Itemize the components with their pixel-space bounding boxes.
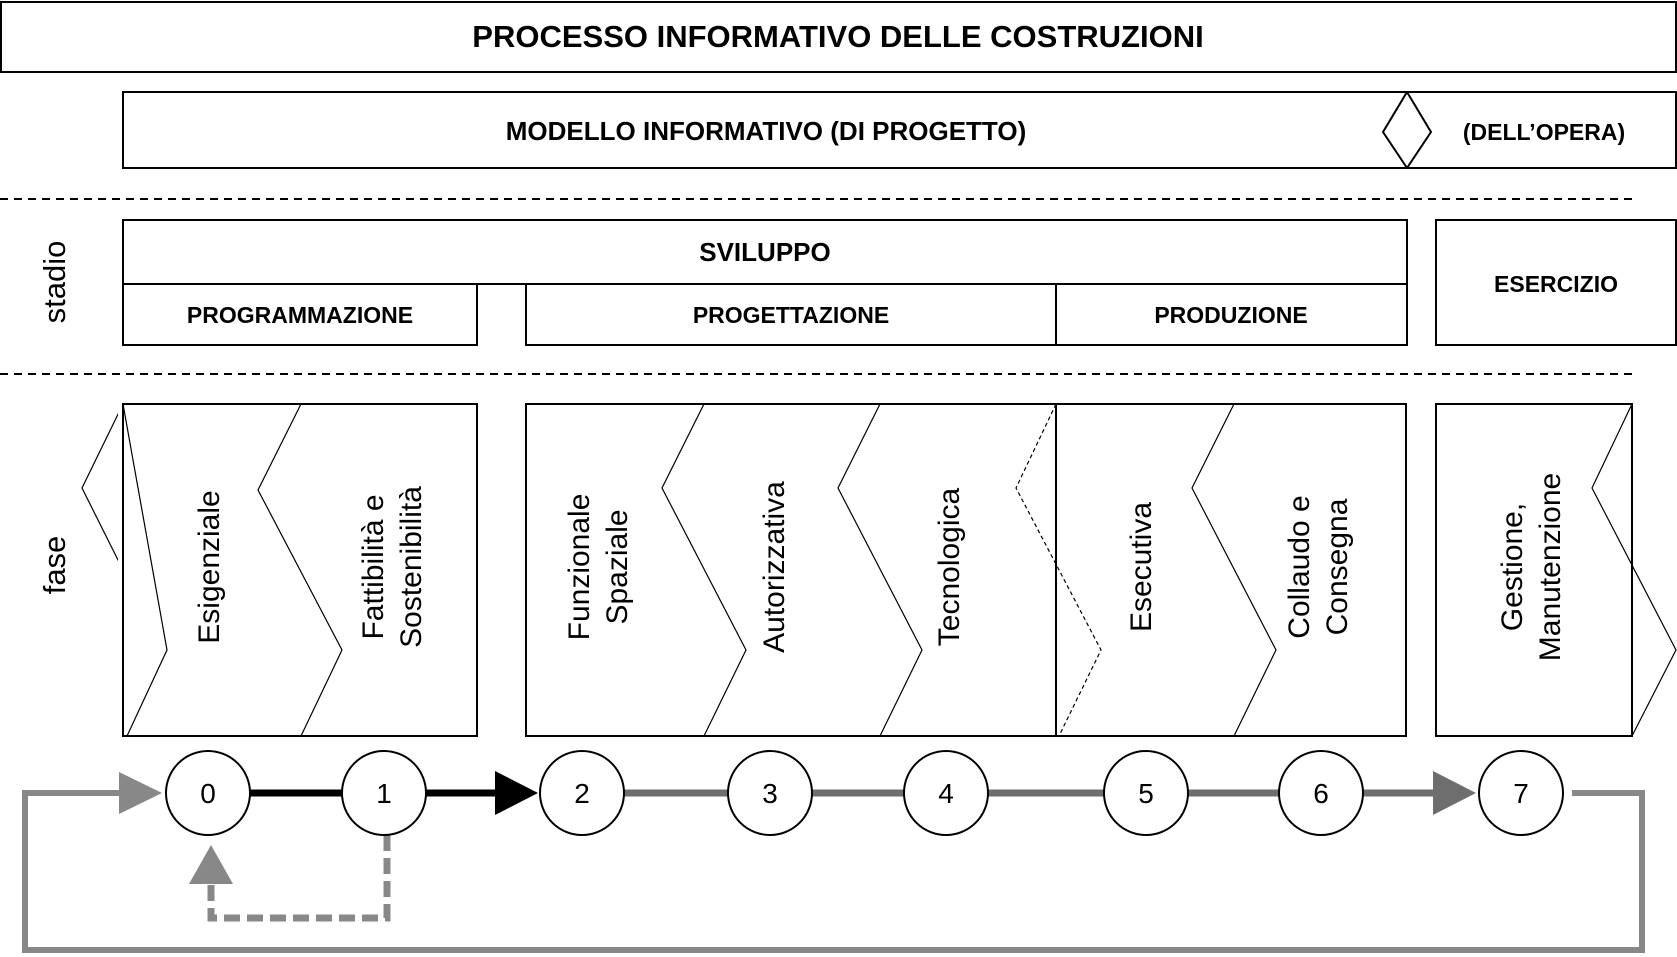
phase-label-7-line-1: Manutenzione [1534, 473, 1567, 661]
loop-back-arrowhead [119, 772, 162, 814]
step-3: 3 [727, 750, 813, 836]
step-circle-0 [165, 750, 251, 836]
loop-back-line [22, 790, 1645, 953]
step-0: 0 [165, 750, 251, 836]
step-number-0: 0 [200, 778, 216, 809]
phase-label-3-line-0: Autorizzativa [758, 481, 791, 653]
chevron-outline-2 [661, 404, 747, 736]
step-number-7: 7 [1513, 778, 1529, 809]
stadio-label: stadio [37, 241, 72, 324]
flow-arrowhead-2 [495, 771, 538, 815]
phase-label-2-line-1: Spaziale [601, 509, 634, 624]
phase-label-5-line-0: Esecutiva [1125, 502, 1158, 632]
phase-label-0-line-0: Esigenziale [193, 490, 226, 643]
progettazione-phase-box [525, 403, 1057, 737]
step-5: 5 [1103, 750, 1189, 836]
project-model-label: MODELLO INFORMATIVO (DI PROGETTO) [506, 116, 1026, 146]
produzione-label: PRODUZIONE [1154, 302, 1307, 328]
esercizio-phase-box [1435, 403, 1633, 737]
iteration-arrowhead [189, 845, 233, 884]
produzione-box [1055, 283, 1408, 346]
progettazione-box [525, 283, 1057, 346]
step-circle-4 [903, 750, 989, 836]
step-circle-2 [539, 750, 625, 836]
step-7: 7 [1478, 750, 1564, 836]
step-number-1: 1 [376, 778, 392, 809]
opera-model-box [1405, 91, 1677, 169]
chevron-outline-6 [1591, 403, 1677, 737]
step-number-5: 5 [1138, 778, 1154, 809]
chevron-outline-0 [123, 404, 168, 736]
step-number-3: 3 [762, 778, 778, 809]
programmazione-box [122, 283, 478, 346]
step-4: 4 [903, 750, 989, 836]
step-circle-6 [1278, 750, 1364, 836]
phase-label-1-line-1: Sostenibilità [395, 486, 428, 648]
step-6: 6 [1278, 750, 1364, 836]
produzione-phase-box [1055, 403, 1407, 737]
step-1: 1 [341, 750, 427, 836]
step-2: 2 [539, 750, 625, 836]
step-number-2: 2 [574, 778, 590, 809]
chevron-outline-3 [837, 404, 923, 736]
step-circle-3 [727, 750, 813, 836]
step-circle-7 [1478, 750, 1564, 836]
flow-arrowhead-7 [1433, 771, 1476, 815]
programmazione-label: PROGRAMMAZIONE [187, 302, 413, 328]
step-circle-1 [341, 750, 427, 836]
page-title: PROCESSO INFORMATIVO DELLE COSTRUZIONI [472, 19, 1203, 54]
phase-label-4-line-0: Tecnologica [933, 487, 966, 646]
fase-label: fase [37, 536, 72, 595]
progettazione-label: PROGETTAZIONE [693, 302, 889, 328]
esercizio-box [1435, 219, 1677, 346]
chevron-outline-left [81, 403, 124, 571]
step-circles: 0 1 2 3 4 5 6 7 [165, 750, 1564, 836]
phase-label-1-line-0: Fattibilità e [357, 494, 390, 639]
sviluppo-label: SVILUPPO [699, 237, 830, 267]
chevron-outline-1 [257, 404, 343, 736]
step-number-6: 6 [1313, 778, 1329, 809]
step-number-4: 4 [938, 778, 954, 809]
chevron-outline-left-cover [118, 405, 122, 670]
esercizio-label: ESERCIZIO [1494, 271, 1618, 297]
phase-label-2-line-0: Funzionale [563, 494, 596, 641]
opera-model-label: (DELL’OPERA) [1463, 119, 1625, 145]
iteration-loop-line [207, 835, 391, 922]
step-circle-5 [1103, 750, 1189, 836]
chevron-outline-4 [1015, 403, 1102, 737]
phase-label-7-line-0: Gestione, [1496, 503, 1529, 631]
project-model-box [122, 91, 1409, 169]
phase-label-6-line-0: Collaudo e [1283, 495, 1316, 638]
chevron-outline-5 [1191, 404, 1277, 736]
phase-label-6-line-1: Consegna [1321, 498, 1354, 635]
title-box [0, 1, 1677, 73]
sviluppo-box [122, 219, 1408, 285]
